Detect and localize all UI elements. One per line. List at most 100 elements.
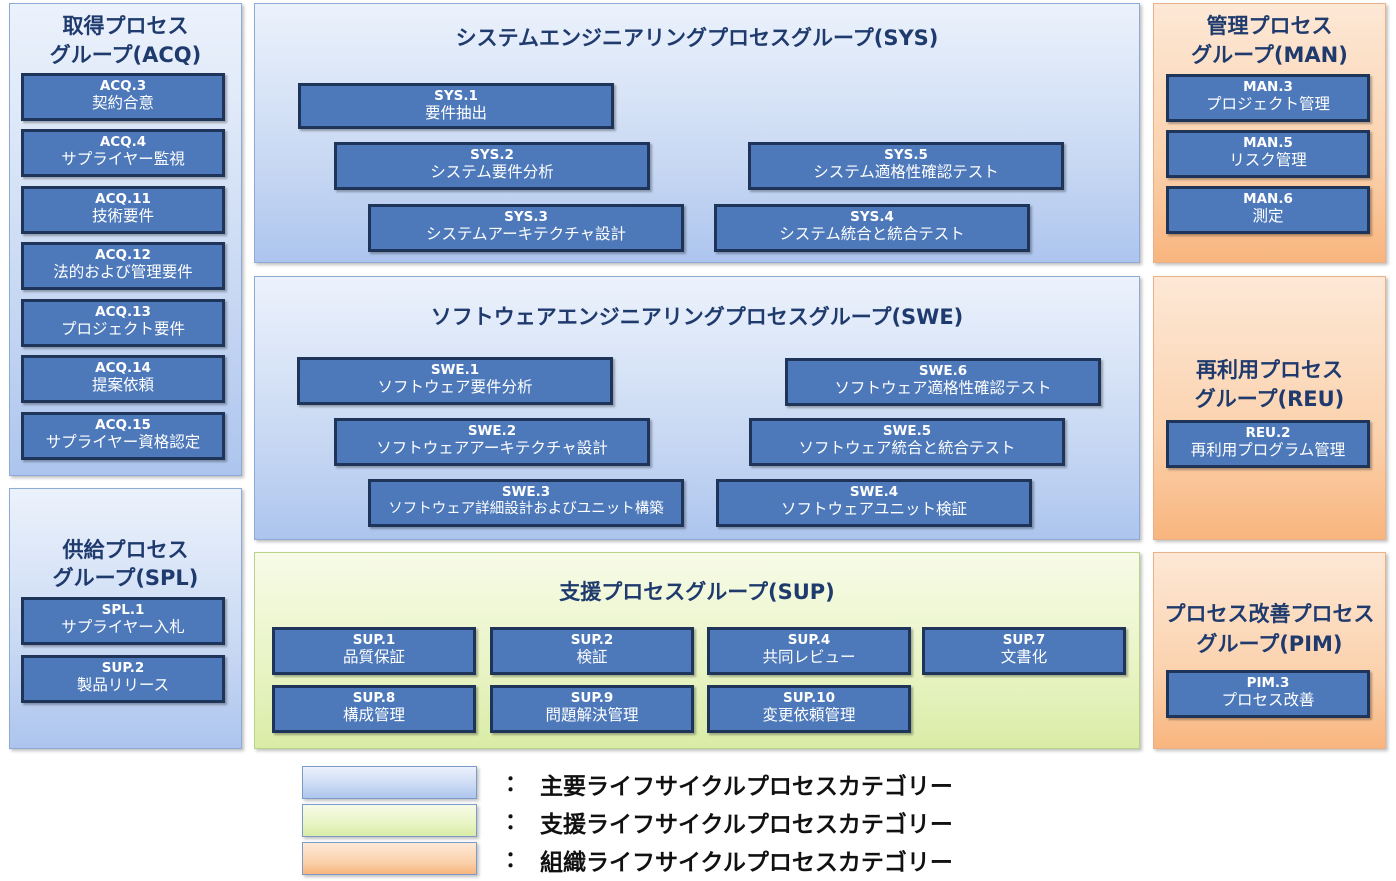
process-id: ACQ.3 bbox=[99, 78, 147, 94]
process-id: SWE.5 bbox=[882, 423, 932, 439]
process-id: ACQ.15 bbox=[95, 417, 151, 433]
process-name: プロジェクト要件 bbox=[60, 320, 185, 338]
process-name: 要件抽出 bbox=[424, 104, 487, 122]
process-name: 共同レビュー bbox=[762, 648, 856, 666]
process-name: ソフトウェア要件分析 bbox=[377, 378, 533, 396]
legend-colon: ： bbox=[505, 810, 528, 835]
man-process-group: 管理プロセス グループ(MAN) MAN.3 プロジェクト管理 MAN.5 リス… bbox=[1153, 3, 1386, 263]
legend-label-primary: 主要ライフサイクルプロセスカテゴリー bbox=[540, 774, 953, 800]
process-box-sup-2-release[interactable]: SUP.2 製品リリース bbox=[21, 655, 225, 703]
process-id: SUP.4 bbox=[787, 632, 831, 648]
swe-process-group: ソフトウェアエンジニアリングプロセスグループ(SWE) SWE.1 ソフトウェア… bbox=[254, 276, 1140, 540]
sup-process-group: 支援プロセスグループ(SUP) SUP.1 品質保証 SUP.2 検証 SUP.… bbox=[254, 552, 1140, 749]
process-id: SWE.1 bbox=[430, 362, 480, 378]
process-box-sys-3[interactable]: SYS.3 システムアーキテクチャ設計 bbox=[368, 204, 684, 252]
process-name: 文書化 bbox=[1000, 648, 1048, 666]
process-box-spl-1[interactable]: SPL.1 サプライヤー入札 bbox=[21, 597, 225, 645]
process-id: SWE.6 bbox=[918, 363, 968, 379]
spl-process-group: 供給プロセス グループ(SPL) SPL.1 サプライヤー入札 SUP.2 製品… bbox=[9, 488, 242, 749]
process-box-acq-12[interactable]: ACQ.12 法的および管理要件 bbox=[21, 242, 225, 290]
process-id: SYS.2 bbox=[470, 147, 514, 163]
process-id: REU.2 bbox=[1245, 425, 1291, 441]
process-box-man-6[interactable]: MAN.6 測定 bbox=[1166, 186, 1370, 234]
process-box-sys-5[interactable]: SYS.5 システム適格性確認テスト bbox=[748, 142, 1064, 190]
process-name: 法的および管理要件 bbox=[53, 263, 193, 281]
process-name: 提案依頼 bbox=[91, 376, 154, 394]
process-box-swe-4[interactable]: SWE.4 ソフトウェアユニット検証 bbox=[716, 479, 1032, 527]
process-box-sup-4[interactable]: SUP.4 共同レビュー bbox=[707, 627, 911, 675]
process-box-man-5[interactable]: MAN.5 リスク管理 bbox=[1166, 130, 1370, 178]
legend-label-organizational: 組織ライフサイクルプロセスカテゴリー bbox=[540, 850, 953, 876]
process-box-sup-1[interactable]: SUP.1 品質保証 bbox=[272, 627, 476, 675]
process-box-swe-6[interactable]: SWE.6 ソフトウェア適格性確認テスト bbox=[785, 358, 1101, 406]
process-id: SYS.3 bbox=[504, 209, 548, 225]
process-name: ソフトウェアアーキテクチャ設計 bbox=[376, 439, 608, 457]
process-name: 測定 bbox=[1252, 207, 1284, 225]
process-id: SUP.8 bbox=[352, 690, 396, 706]
process-box-man-3[interactable]: MAN.3 プロジェクト管理 bbox=[1166, 74, 1370, 122]
process-name: 検証 bbox=[576, 648, 608, 666]
process-name: サプライヤー監視 bbox=[61, 150, 185, 168]
process-box-sys-2[interactable]: SYS.2 システム要件分析 bbox=[334, 142, 650, 190]
process-name: 構成管理 bbox=[342, 706, 405, 724]
process-box-sup-2[interactable]: SUP.2 検証 bbox=[490, 627, 694, 675]
acq-process-group: 取得プロセス グループ(ACQ) ACQ.3 契約合意 ACQ.4 サプライヤー… bbox=[9, 3, 242, 476]
legend-colon: ： bbox=[505, 848, 528, 873]
process-box-swe-5[interactable]: SWE.5 ソフトウェア統合と統合テスト bbox=[749, 418, 1065, 466]
process-box-sys-4[interactable]: SYS.4 システム統合と統合テスト bbox=[714, 204, 1030, 252]
process-name: ソフトウェア統合と統合テスト bbox=[798, 439, 1016, 457]
process-box-acq-3[interactable]: ACQ.3 契約合意 bbox=[21, 73, 225, 121]
process-box-acq-15[interactable]: ACQ.15 サプライヤー資格認定 bbox=[21, 412, 225, 460]
process-name: 技術要件 bbox=[91, 207, 154, 225]
acq-group-title-line2: グループ(ACQ) bbox=[49, 43, 202, 67]
sys-process-group: システムエンジニアリングプロセスグループ(SYS) SYS.1 要件抽出 SYS… bbox=[254, 3, 1140, 263]
man-group-title-line1: 管理プロセス bbox=[1206, 14, 1333, 38]
process-name: システム統合と統合テスト bbox=[779, 225, 965, 243]
process-box-acq-11[interactable]: ACQ.11 技術要件 bbox=[21, 186, 225, 234]
process-box-sup-10[interactable]: SUP.10 変更依頼管理 bbox=[707, 685, 911, 733]
legend-swatch-primary bbox=[302, 766, 477, 799]
legend-swatch-support bbox=[302, 804, 477, 837]
process-name: サプライヤー資格認定 bbox=[45, 433, 201, 451]
sys-group-title: システムエンジニアリングプロセスグループ(SYS) bbox=[455, 26, 939, 50]
process-box-sup-7[interactable]: SUP.7 文書化 bbox=[922, 627, 1126, 675]
process-box-acq-13[interactable]: ACQ.13 プロジェクト要件 bbox=[21, 299, 225, 347]
process-box-reu-2[interactable]: REU.2 再利用プログラム管理 bbox=[1166, 420, 1370, 468]
process-box-sys-1[interactable]: SYS.1 要件抽出 bbox=[298, 83, 614, 129]
process-name: システム適格性確認テスト bbox=[813, 163, 999, 181]
process-id: SWE.2 bbox=[467, 423, 517, 439]
process-name: 再利用プログラム管理 bbox=[1190, 441, 1346, 459]
process-name: サプライヤー入札 bbox=[61, 618, 185, 636]
process-box-swe-2[interactable]: SWE.2 ソフトウェアアーキテクチャ設計 bbox=[334, 418, 650, 466]
process-id: ACQ.12 bbox=[95, 247, 151, 263]
process-id: SUP.7 bbox=[1002, 632, 1046, 648]
reu-group-title-line1: 再利用プロセス bbox=[1196, 358, 1343, 382]
sup-group-title: 支援プロセスグループ(SUP) bbox=[559, 580, 835, 604]
process-id: SUP.1 bbox=[352, 632, 396, 648]
process-box-pim-3[interactable]: PIM.3 プロセス改善 bbox=[1166, 670, 1370, 718]
process-id: ACQ.13 bbox=[95, 304, 151, 320]
process-id: SYS.1 bbox=[434, 88, 478, 104]
process-name: 製品リリース bbox=[76, 676, 170, 694]
process-name: プロセス改善 bbox=[1221, 691, 1315, 709]
process-box-acq-14[interactable]: ACQ.14 提案依頼 bbox=[21, 355, 225, 403]
process-name: 契約合意 bbox=[91, 94, 154, 112]
process-name: システムアーキテクチャ設計 bbox=[426, 225, 626, 243]
process-id: SUP.2 bbox=[570, 632, 614, 648]
process-id: SUP.9 bbox=[570, 690, 614, 706]
process-id: SYS.4 bbox=[850, 209, 894, 225]
process-box-acq-4[interactable]: ACQ.4 サプライヤー監視 bbox=[21, 129, 225, 177]
swe-group-title: ソフトウェアエンジニアリングプロセスグループ(SWE) bbox=[430, 305, 964, 329]
process-name: ソフトウェア詳細設計およびユニット構築 bbox=[388, 501, 664, 517]
pim-group-title-line2: グループ(PIM) bbox=[1196, 632, 1343, 656]
process-box-swe-1[interactable]: SWE.1 ソフトウェア要件分析 bbox=[297, 357, 613, 405]
legend-label-support: 支援ライフサイクルプロセスカテゴリー bbox=[540, 812, 953, 838]
process-name: 問題解決管理 bbox=[545, 706, 639, 724]
reu-group-title-line2: グループ(REU) bbox=[1194, 387, 1345, 411]
process-id: PIM.3 bbox=[1246, 675, 1290, 691]
process-id: MAN.6 bbox=[1243, 191, 1293, 207]
process-name: 変更依頼管理 bbox=[762, 706, 856, 724]
process-box-sup-8[interactable]: SUP.8 構成管理 bbox=[272, 685, 476, 733]
process-box-sup-9[interactable]: SUP.9 問題解決管理 bbox=[490, 685, 694, 733]
process-box-swe-3[interactable]: SWE.3 ソフトウェア詳細設計およびユニット構築 bbox=[368, 479, 684, 527]
